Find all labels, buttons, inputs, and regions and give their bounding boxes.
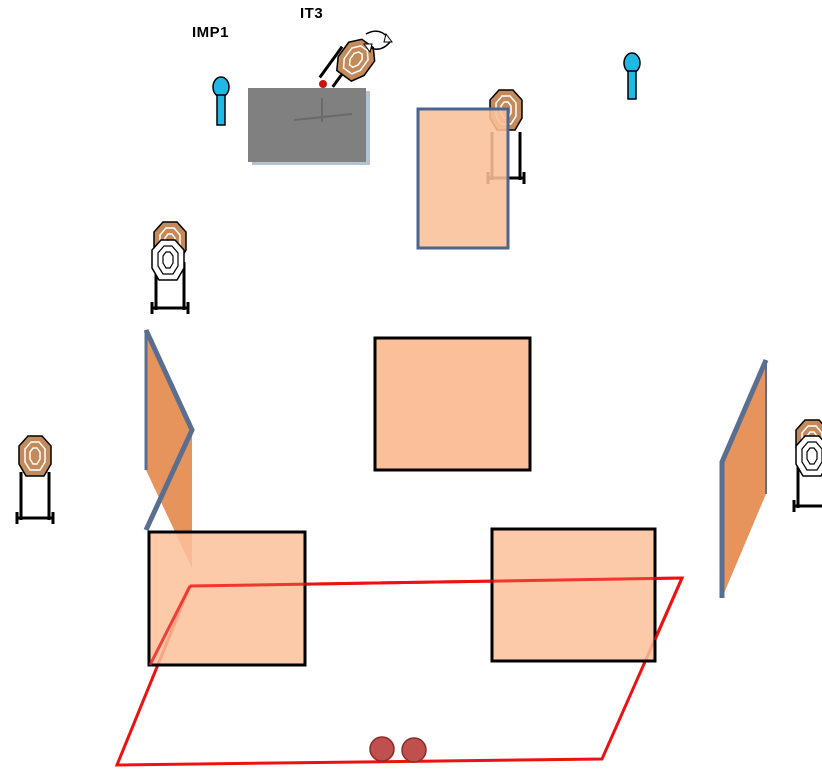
start-ball-left (369, 736, 395, 762)
rotation-arrows-icon (363, 30, 393, 54)
wall-center (373, 336, 532, 472)
gray-table (248, 88, 370, 165)
popper-icon-imp1 (212, 76, 230, 126)
popper-icon-right (623, 52, 641, 100)
start-ball-right (401, 737, 427, 763)
wall-bottom-left (147, 530, 307, 667)
target-noshoot-far-right (792, 419, 822, 514)
swinger-target-it3 (318, 30, 393, 88)
label-it3: IT3 (300, 5, 324, 22)
wall-top-center (416, 107, 510, 250)
target-far-left (15, 435, 55, 526)
shooting-box-top-edge (189, 576, 683, 588)
side-panel-right (719, 359, 769, 598)
wall-bottom-right (490, 527, 657, 663)
label-imp1: IMP1 (192, 24, 230, 41)
target-noshoot-left-upper (150, 221, 190, 316)
side-panel-left (143, 328, 195, 568)
